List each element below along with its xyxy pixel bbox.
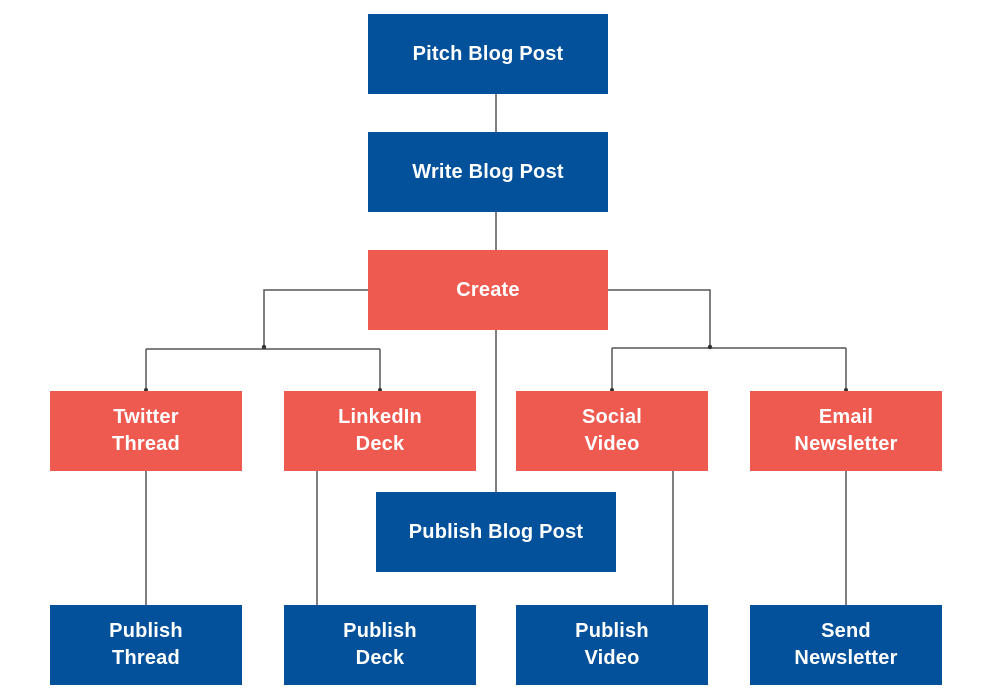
node-publish-video: Publish Video [516,605,708,685]
node-publish-deck: Publish Deck [284,605,476,685]
node-publish-thread: Publish Thread [50,605,242,685]
node-social-video: Social Video [516,391,708,471]
node-send-newsletter: Send Newsletter [750,605,942,685]
node-label: Send Newsletter [794,620,898,669]
node-label: Publish Video [575,620,649,669]
node-email-newsletter: Email Newsletter [750,391,942,471]
junction-dot [707,344,713,350]
node-label: Create [456,278,520,301]
node-label: Publish Deck [343,620,417,669]
node-label: Email Newsletter [794,406,898,455]
node-label: Publish Blog Post [408,520,584,543]
node-label: Twitter Thread [112,406,180,455]
junction-dot [261,344,267,350]
node-create: Create [368,250,608,330]
connector-create-left-branch [263,289,368,347]
node-linkedin-deck: LinkedIn Deck [284,391,476,471]
connector-create-right-branch [608,289,711,347]
node-label: LinkedIn Deck [338,406,422,455]
node-label: Publish Thread [109,620,183,669]
node-twitter-thread: Twitter Thread [50,391,242,471]
node-label: Write Blog Post [412,160,564,183]
node-publish-blog-post: Publish Blog Post [376,492,616,572]
node-pitch-blog-post: Pitch Blog Post [368,14,608,94]
node-label: Pitch Blog Post [412,42,564,65]
node-write-blog-post: Write Blog Post [368,132,608,212]
node-label: Social Video [581,406,643,455]
